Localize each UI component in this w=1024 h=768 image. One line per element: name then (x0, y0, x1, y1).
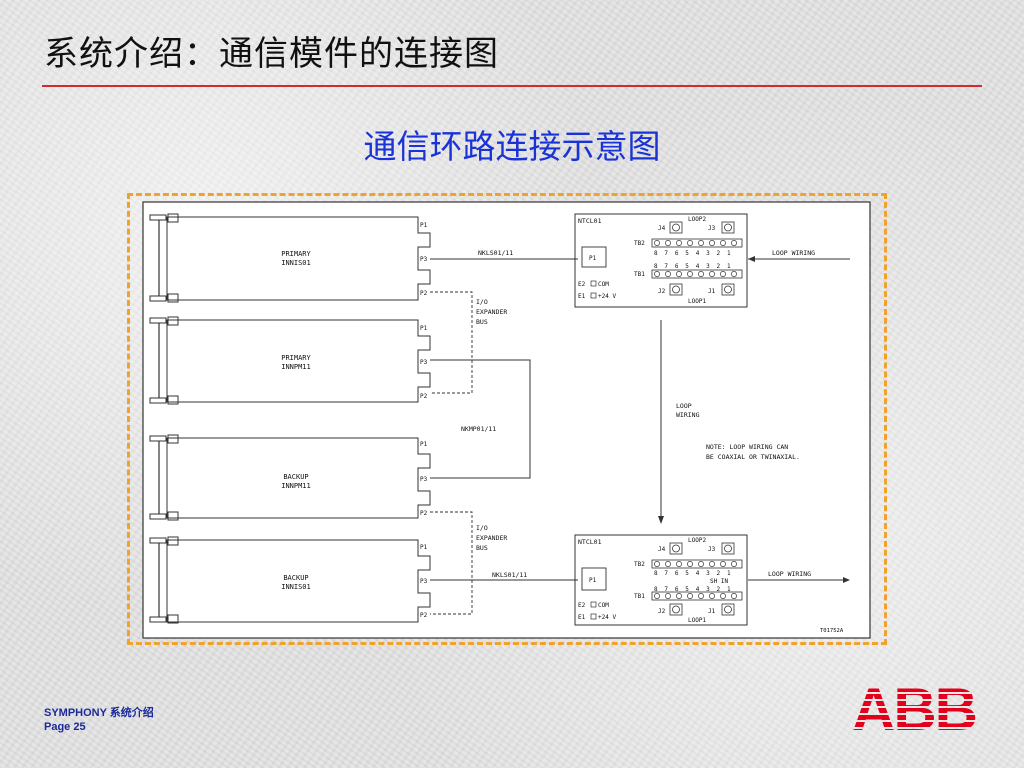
j1-label: J1 (708, 608, 716, 615)
e2-label: E2 (578, 602, 586, 609)
module-label-line1: PRIMARY (281, 354, 311, 362)
loop2-label: LOOP2 (688, 537, 706, 544)
loop-wiring-vertical-arrow: LOOP WIRING (658, 320, 700, 524)
cable-nkls-top: NKLS01/11 (430, 249, 578, 260)
com-label: COM (598, 281, 609, 288)
figure-id: T01752A (820, 628, 844, 634)
footer-brand: SYMPHONY 系统介绍 (44, 707, 154, 719)
slide-title: 系统介绍：通信模件的连接图 (44, 34, 499, 74)
bus-label: BUS (476, 544, 488, 552)
diagram-frame (127, 193, 887, 645)
ntcl01-termination-bottom: NTCL01 LOOP2 J4 J3 TB2 8 7 6 5 4 3 2 1 S… (574, 534, 748, 626)
bus-label: I/O (476, 524, 488, 532)
diagram-heading: 通信环路连接示意图 (363, 127, 661, 166)
loop-label: LOOP (676, 402, 692, 410)
title-divider (42, 85, 982, 87)
tb1-label: TB1 (634, 271, 645, 278)
j3-label: J3 (708, 225, 716, 232)
j4-label: J4 (658, 225, 666, 232)
cable-nkmp: NKMP01/11 (430, 359, 531, 479)
j2-label: J2 (658, 288, 666, 295)
loop1-label: LOOP1 (688, 298, 706, 305)
loop1-label: LOOP1 (688, 617, 706, 624)
tb2-terminal-numbers: 8 7 6 5 4 3 2 1 (654, 250, 732, 257)
module-label-line2: INNPM11 (281, 363, 311, 371)
j1-label: J1 (708, 288, 716, 295)
supply-label: +24 V (598, 614, 616, 621)
note-line: BE COAXIAL OR TWINAXIAL. (706, 453, 800, 461)
tb1-terminal-numbers: 8 7 6 5 4 3 2 1 (654, 586, 732, 593)
port-label: P2 (420, 612, 428, 619)
e2-label: E2 (578, 281, 586, 288)
loop-wiring-in-arrow: LOOP WIRING (748, 249, 850, 262)
module-label-line1: PRIMARY (281, 250, 311, 258)
module-label-line2: INNIS01 (281, 259, 311, 267)
tb2-label: TB2 (634, 561, 645, 568)
port-label: P2 (420, 510, 428, 517)
supply-label: +24 V (598, 293, 616, 300)
loop-label: WIRING (676, 411, 700, 419)
p1-connector-label: P1 (589, 577, 597, 584)
bus-label: EXPANDER (476, 308, 507, 316)
bus-label: EXPANDER (476, 534, 507, 542)
bus-label: I/O (476, 298, 488, 306)
module-label-line2: INNPM11 (281, 482, 311, 490)
port-label: P3 (420, 578, 428, 585)
module-primary-innpm11: PRIMARY INNPM11 P1 P3 P2 (149, 316, 431, 405)
module-backup-innis01: BACKUP INNIS01 P1 P3 P2 (149, 536, 431, 624)
abb-logo: ABB (852, 680, 978, 736)
bus-label: BUS (476, 318, 488, 326)
port-label: P2 (420, 290, 428, 297)
j3-label: J3 (708, 546, 716, 553)
port-label: P1 (420, 325, 428, 332)
note-block: NOTE: LOOP WIRING CAN BE COAXIAL OR TWIN… (706, 443, 800, 461)
tb1-terminal-numbers: 8 7 6 5 4 3 2 1 (654, 263, 732, 270)
unit-name: NTCL01 (578, 217, 602, 225)
e1-label: E1 (578, 614, 586, 621)
cable-label: NKLS01/11 (492, 571, 527, 579)
page-number: Page 25 (44, 721, 86, 733)
ntcl01-termination-top: NTCL01 LOOP2 J4 J3 TB2 8 7 6 5 4 3 2 1 8… (574, 213, 748, 308)
tb1-label: TB1 (634, 593, 645, 600)
logo-text: ABB (852, 680, 976, 736)
port-label: P3 (420, 476, 428, 483)
loop2-label: LOOP2 (688, 216, 706, 223)
port-label: P1 (420, 544, 428, 551)
module-primary-innis01: PRIMARY INNIS01 P1 P3 P2 (149, 213, 431, 303)
cable-nkls-bottom: NKLS01/11 (430, 571, 578, 581)
module-label-line1: BACKUP (283, 574, 308, 582)
j2-label: J2 (658, 608, 666, 615)
io-expander-bus-bottom: I/O EXPANDER BUS (430, 511, 507, 615)
shield-in-label: SH IN (710, 578, 728, 585)
module-label-line2: INNIS01 (281, 583, 311, 591)
module-label-line1: BACKUP (283, 473, 308, 481)
unit-name: NTCL01 (578, 538, 602, 546)
footer: SYMPHONY 系统介绍 Page 25 (44, 706, 154, 734)
e1-label: E1 (578, 293, 586, 300)
p1-connector-label: P1 (589, 255, 597, 262)
cable-label: NKMP01/11 (461, 425, 496, 433)
io-expander-bus-top: I/O EXPANDER BUS (430, 291, 507, 394)
loop-wiring-out-arrow: LOOP WIRING (748, 570, 850, 583)
port-label: P1 (420, 222, 428, 229)
port-label: P2 (420, 393, 428, 400)
note-line: NOTE: LOOP WIRING CAN (706, 443, 788, 451)
port-label: P1 (420, 441, 428, 448)
module-backup-innpm11: BACKUP INNPM11 P1 P3 P2 (149, 434, 431, 521)
j4-label: J4 (658, 546, 666, 553)
diagram-panel (142, 201, 871, 639)
cable-label: NKLS01/11 (478, 249, 513, 257)
com-label: COM (598, 602, 609, 609)
loop-wiring-label: LOOP WIRING (768, 570, 811, 578)
tb2-terminal-numbers: 8 7 6 5 4 3 2 1 (654, 570, 732, 577)
tb2-label: TB2 (634, 240, 645, 247)
port-label: P3 (420, 359, 428, 366)
loop-wiring-label: LOOP WIRING (772, 249, 815, 257)
port-label: P3 (420, 256, 428, 263)
